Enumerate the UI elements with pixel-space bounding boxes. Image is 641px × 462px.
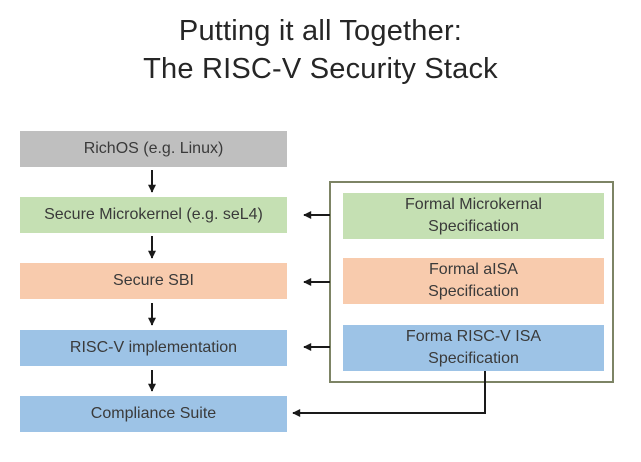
box-formal-aisa-spec-line2: Specification (428, 283, 519, 300)
box-richos-label: RichOS (e.g. Linux) (83, 140, 224, 157)
box-formal-microkernal-spec-line2: Specification (428, 218, 519, 235)
box-riscv-implementation: RISC-V implementation (20, 330, 287, 366)
box-secure-sbi: Secure SBI (20, 263, 287, 299)
slide-title-line1: Putting it all Together: (178, 15, 463, 47)
box-richos: RichOS (e.g. Linux) (20, 131, 287, 167)
box-formal-aisa-spec: Formal aISA Specification (343, 258, 604, 304)
box-riscv-implementation-label: RISC-V implementation (69, 339, 238, 356)
box-forma-riscv-isa-spec-line2: Specification (428, 350, 519, 367)
box-compliance-suite: Compliance Suite (20, 396, 287, 432)
box-secure-microkernel: Secure Microkernel (e.g. seL4) (20, 197, 287, 233)
box-forma-riscv-isa-spec: Forma RISC-V ISA Specification (343, 325, 604, 371)
slide-title: Putting it all Together: The RISC-V Secu… (0, 12, 641, 88)
slide-title-line2: The RISC-V Security Stack (143, 53, 498, 85)
box-secure-sbi-label: Secure SBI (113, 272, 194, 289)
box-formal-aisa-spec-line1: Formal aISA (429, 261, 518, 278)
box-compliance-suite-label: Compliance Suite (90, 405, 217, 422)
box-formal-microkernal-spec: Formal Microkernal Specification (343, 193, 604, 239)
box-formal-microkernal-spec-line1: Formal Microkernal (405, 196, 542, 213)
box-secure-microkernel-label: Secure Microkernel (e.g. seL4) (44, 206, 263, 223)
box-forma-riscv-isa-spec-line1: Forma RISC-V ISA (405, 328, 542, 345)
